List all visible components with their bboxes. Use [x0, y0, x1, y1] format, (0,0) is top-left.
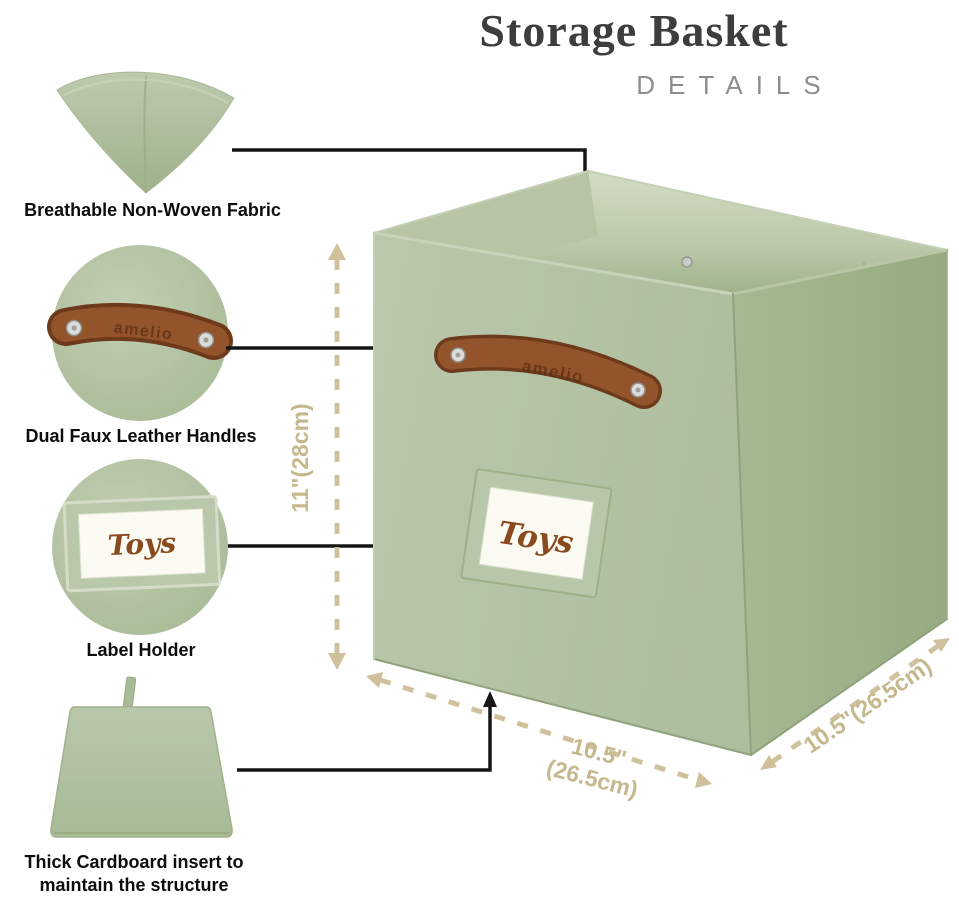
cardboard-insert-image: [50, 676, 233, 838]
basket-edges: [372, 170, 949, 756]
page-title: Storage Basket: [479, 5, 789, 56]
fabric-corner-image: [56, 71, 235, 194]
dimension-width-label: 10.5" (26.5cm): [544, 733, 641, 803]
arrowhead-icon: [328, 243, 346, 260]
arrowhead-icon: [760, 755, 777, 770]
dimension-height-label: 11"(28cm): [287, 403, 313, 512]
arrowhead-icon: [933, 638, 950, 652]
label-closeup-text: Toys: [107, 526, 177, 562]
pointer-arrow-cardboard: [237, 707, 492, 772]
feature-label-cardboard: Thick Cardboard insert to maintain the s…: [0, 851, 268, 896]
label-holder-closeup-image: Toys: [52, 459, 228, 635]
arrowhead-icon: [366, 672, 383, 688]
dimension-arrowheads: [328, 243, 950, 788]
rivet-icon: [197, 331, 215, 349]
arrowhead-icon: [328, 653, 346, 670]
feature-label-cardboard-line1: Thick Cardboard insert to: [24, 852, 244, 872]
basket-right-face-seam: [857, 261, 865, 643]
rivet-icon: [450, 347, 466, 363]
arrowhead-icon: [483, 691, 497, 707]
rivet-icon: [65, 319, 83, 337]
feature-label-fabric: Breathable Non-Woven Fabric: [24, 200, 281, 220]
storage-basket: amelio Toys: [372, 170, 949, 756]
feature-label-label-holder: Label Holder: [86, 640, 196, 660]
basket-label-holder: Toys: [460, 468, 613, 599]
feature-label-cardboard-line2: maintain the structure: [39, 874, 229, 895]
arrowhead-icon: [695, 772, 712, 788]
page-subtitle: DETAILS: [636, 70, 834, 100]
rivet-icon: [681, 256, 693, 268]
dimension-line-depth: [770, 643, 940, 765]
feature-label-handles: Dual Faux Leather Handles: [25, 426, 257, 446]
rivet-icon: [630, 382, 646, 398]
handle-closeup-image: amelio: [47, 245, 233, 421]
dimension-line-width: [379, 677, 699, 783]
basket-right-face: [733, 250, 947, 755]
